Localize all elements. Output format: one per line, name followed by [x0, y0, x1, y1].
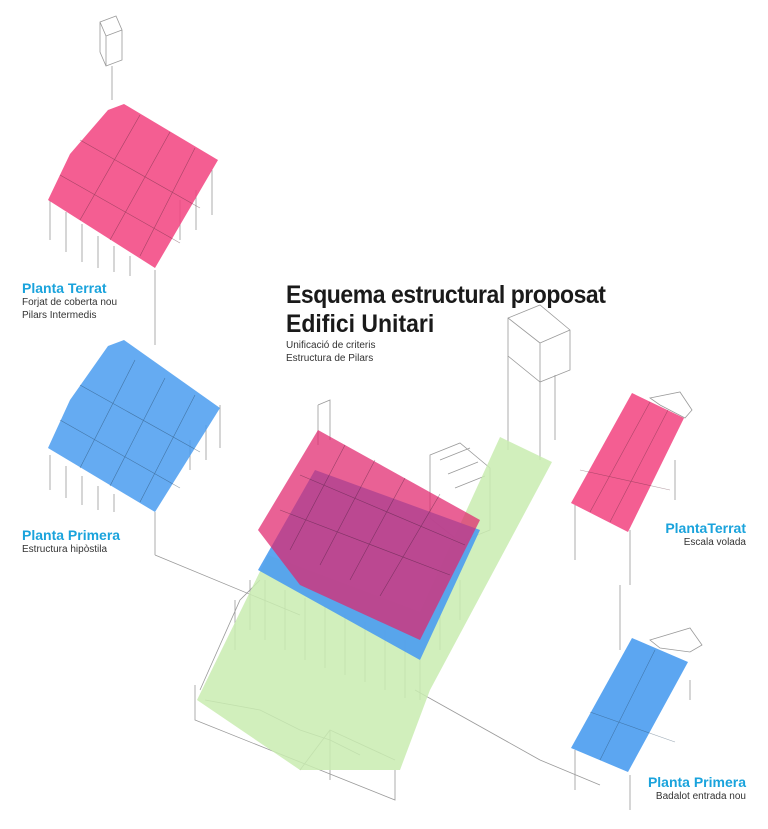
label-line: Escala volada — [683, 537, 746, 548]
diagram-title: Esquema estructural proposat — [286, 281, 606, 309]
label-line: Badalot entrada nou — [655, 791, 746, 802]
label-title: Planta Terrat — [22, 280, 107, 296]
label-line: Pilars Intermedis — [22, 310, 97, 321]
label-planta-terrat-left: Planta Terrat Forjat de coberta nou Pila… — [22, 280, 117, 322]
label-line: Forjat de coberta nou — [22, 297, 118, 308]
roof-plate-right — [571, 393, 684, 532]
note-line-1: Unificació de criteris — [286, 340, 376, 351]
diagram-subtitle: Edifici Unitari — [286, 310, 435, 338]
title-block: Esquema estructural proposat Edifici Uni… — [286, 281, 633, 365]
label-planta-primera-left: Planta Primera Estructura hipòstila — [22, 527, 120, 556]
label-planta-terrat-right: PlantaTerrat Escala volada — [665, 520, 746, 549]
label-title: Planta Primera — [647, 774, 746, 790]
roof-plate-center — [258, 430, 480, 640]
first-floor-plate-left — [48, 340, 220, 512]
note-line-2: Estructura de Pilars — [286, 353, 374, 364]
roof-plate-top-left — [48, 104, 218, 268]
label-title: Planta Primera — [22, 527, 121, 543]
label-planta-primera-right: Planta Primera Badalot entrada nou — [648, 774, 746, 803]
label-line: Estructura hipòstila — [22, 544, 108, 555]
label-title: PlantaTerrat — [665, 520, 746, 536]
first-floor-plate-right — [571, 638, 688, 772]
